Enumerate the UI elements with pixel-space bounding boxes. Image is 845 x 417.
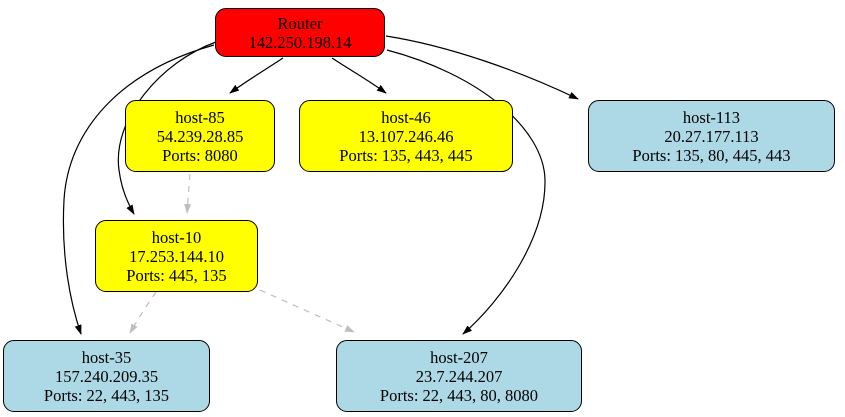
edge-host-10-to-host-207 xyxy=(259,289,355,333)
edge-group xyxy=(62,35,579,335)
node-ports: Ports: 135, 80, 445, 443 xyxy=(632,145,791,165)
node-ports: Ports: 135, 443, 445 xyxy=(339,145,473,165)
node-title: host-85 xyxy=(175,107,225,127)
edge-host-85-to-host-10 xyxy=(184,173,192,214)
edge-router-to-host-46 xyxy=(331,57,387,94)
node-ports: Ports: 22, 443, 80, 8080 xyxy=(379,385,539,405)
node-ports: Ports: 445, 135 xyxy=(126,265,227,285)
node-title: host-113 xyxy=(682,107,741,127)
node-ip: 157.240.209.35 xyxy=(54,366,159,386)
node-title: host-46 xyxy=(381,107,431,127)
edge-host-10-to-host-35 xyxy=(129,291,157,334)
edge-router-to-host-35 xyxy=(62,44,215,335)
edge-router-to-host-85 xyxy=(229,57,284,94)
node-title: host-207 xyxy=(430,347,488,367)
node-ip: 20.27.177.113 xyxy=(664,126,759,146)
node-ports: Ports: 8080 xyxy=(162,145,238,165)
node-title: host-10 xyxy=(151,227,202,247)
node-title: host-35 xyxy=(81,347,132,367)
node-ports: Ports: 22, 443, 135 xyxy=(43,385,170,405)
node-ip: 23.7.244.207 xyxy=(415,366,503,386)
node-ip: 17.253.144.10 xyxy=(129,246,224,266)
node-title: Router xyxy=(277,13,323,33)
node-ip: 13.107.246.46 xyxy=(358,126,454,146)
node-ip: 142.250.198.14 xyxy=(248,32,352,52)
edge-router-to-host-10 xyxy=(117,41,217,215)
edge-router-to-host-207 xyxy=(386,49,546,335)
edge-router-to-host-113 xyxy=(385,35,579,100)
node-ip: 54.239.28.85 xyxy=(156,126,244,146)
